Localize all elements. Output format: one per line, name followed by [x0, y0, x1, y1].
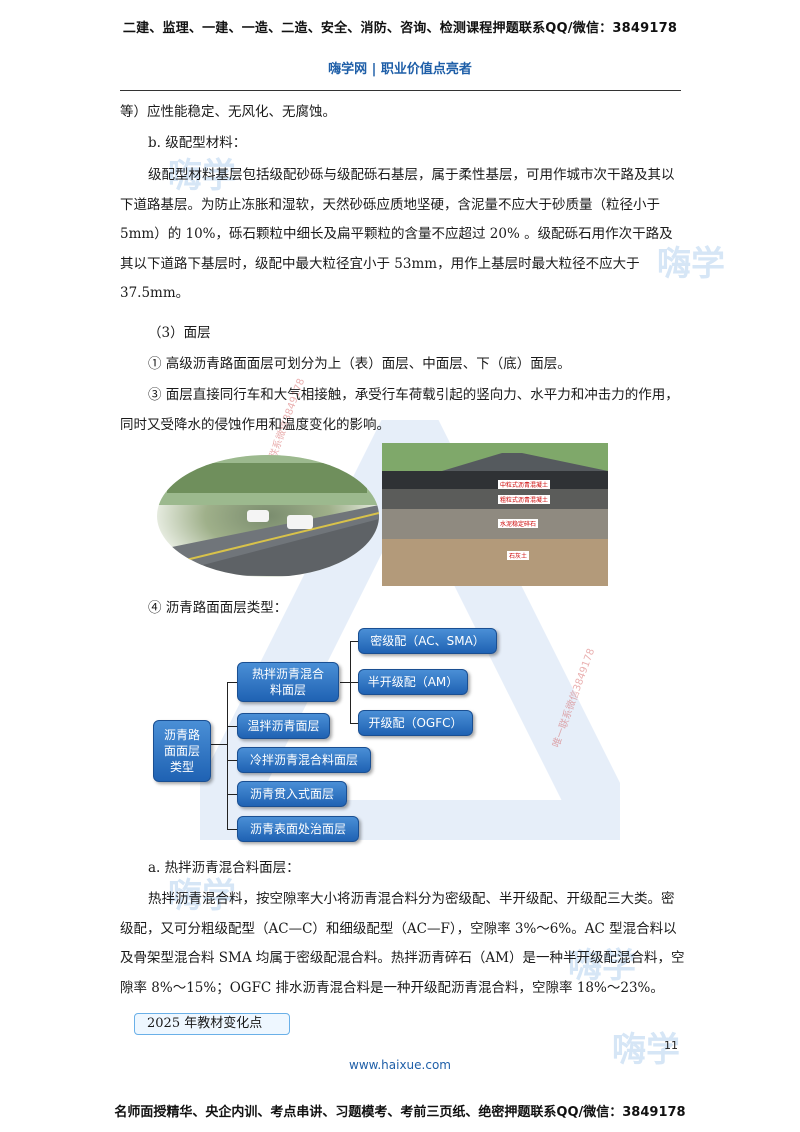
paragraph-surface-types: ④ 沥青路面面层类型：	[148, 600, 288, 616]
watermark-contact: 唯一联系微信3849178	[551, 647, 598, 750]
road-photo-illustration	[157, 455, 379, 577]
node-dense-graded: 密级配（AC、SMA）	[358, 628, 497, 654]
node-penetration-label: 沥青贯入式面层	[249, 787, 334, 801]
connector	[340, 682, 350, 683]
root-node-label: 沥青路面面层类型	[163, 728, 200, 774]
node-dense-graded-label: 密级配（AC、SMA）	[370, 634, 485, 648]
paragraph: ③ 面层直接同行车和大气相接触，承受行车荷载引起的竖向力、水平力和冲击力的作用，…	[120, 387, 679, 433]
paragraph: ① 高级沥青路面面层可划分为上（表）面层、中面层、下（底）面层。	[148, 356, 571, 372]
layer-label: 石灰土	[507, 551, 530, 560]
paragraph: 等）应性能稳定、无风化、无腐蚀。	[120, 104, 336, 120]
paragraph-hot-mix: 热拌沥青混合料，按空隙率大小将沥青混合料分为密级配、半开级配、开级配三大类。密级…	[120, 891, 685, 996]
connector	[227, 794, 237, 795]
root-node-asphalt-surface-types: 沥青路面面层类型	[153, 720, 211, 782]
node-semi-open-graded: 半开级配（AM）	[358, 669, 468, 695]
top-banner: 二建、监理、一建、一造、二造、安全、消防、咨询、检测课程押题联系QQ/微信：38…	[122, 21, 678, 36]
connector	[350, 682, 358, 683]
node-surface-treatment-label: 沥青表面处治面层	[249, 822, 346, 836]
connector	[227, 682, 228, 830]
footer-url[interactable]: www.haixue.com	[349, 1058, 451, 1072]
section-heading-surface-layer: （3）面层	[148, 325, 211, 341]
node-warm-mix: 温拌沥青面层	[237, 713, 330, 739]
node-cold-mix: 冷拌沥青混合料面层	[237, 747, 371, 773]
road-photo	[157, 455, 379, 577]
connector	[210, 744, 227, 745]
layer-label: 粗粒式沥青混凝土	[498, 495, 551, 504]
connector	[227, 682, 237, 683]
pavement-layers-illustration	[382, 443, 608, 586]
paragraph-graded-material: 级配型材料基层包括级配砂砾与级配砾石基层，属于柔性基层，可用作城市次干路及其以下…	[120, 167, 675, 301]
connector	[350, 641, 358, 642]
node-open-graded-label: 开级配（OGFC）	[368, 716, 463, 730]
site-slogan: 嗨学网 | 职业价值点亮者	[328, 62, 472, 77]
connector	[227, 726, 237, 727]
page-number: 11	[664, 1039, 678, 1052]
asphalt-surface-type-diagram: 沥青路面面层类型 热拌沥青混合料面层 密级配（AC、SMA） 半开级配（AM） …	[145, 620, 505, 850]
layer-label: 水泥稳定碎石	[498, 519, 539, 528]
node-cold-mix-label: 冷拌沥青混合料面层	[249, 753, 358, 767]
connector	[350, 723, 358, 724]
node-hot-mix: 热拌沥青混合料面层	[237, 662, 339, 702]
node-semi-open-graded-label: 半开级配（AM）	[367, 675, 459, 689]
pavement-layers-photo: 中粒式沥青混凝土 粗粒式沥青混凝土 水泥稳定碎石 石灰土	[382, 443, 608, 586]
node-open-graded: 开级配（OGFC）	[358, 710, 473, 736]
node-penetration: 沥青贯入式面层	[237, 781, 347, 807]
header-divider	[120, 90, 681, 91]
connector	[227, 760, 237, 761]
subheading-hot-mix: a. 热拌沥青混合料面层：	[148, 860, 300, 876]
node-surface-treatment: 沥青表面处治面层	[237, 816, 359, 842]
textbook-change-tag: 2025 年教材变化点	[134, 1013, 290, 1035]
connector	[227, 829, 237, 830]
node-hot-mix-label: 热拌沥青混合料面层	[252, 667, 325, 697]
bottom-banner: 名师面授精华、央企内训、考点串讲、习题模考、考前三页纸、绝密押题联系QQ/微信：…	[114, 1105, 686, 1120]
layer-label: 中粒式沥青混凝土	[498, 480, 551, 489]
subheading-graded-material: b. 级配型材料：	[148, 135, 247, 151]
node-warm-mix-label: 温拌沥青面层	[247, 719, 320, 733]
